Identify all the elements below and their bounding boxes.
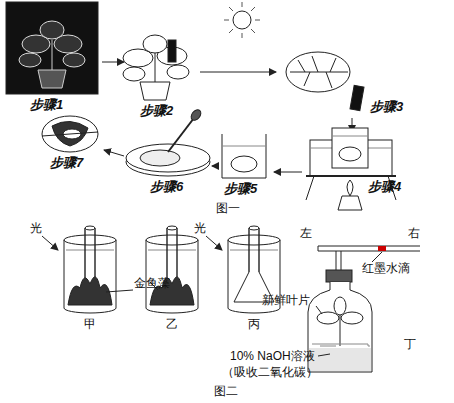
- cylinder-label: 甲: [84, 318, 96, 331]
- part-name: 10% NaOH溶液: [230, 350, 315, 363]
- direction-label: 右: [408, 227, 420, 240]
- cylinder-label: 丙: [248, 318, 260, 331]
- light-label: 光: [194, 222, 206, 235]
- direction-label: 左: [300, 227, 312, 240]
- step-label: 步骤7: [50, 156, 83, 170]
- part-name: 红墨水滴: [362, 262, 410, 275]
- part-name: 金鱼藻: [134, 277, 170, 290]
- step-label: 步骤5: [224, 182, 257, 196]
- step-label: 步骤3: [370, 100, 403, 114]
- part-name: （吸收二氧化碳）: [222, 366, 318, 379]
- step-label: 步骤1: [30, 98, 63, 112]
- light-label: 光: [30, 222, 42, 235]
- figure-title: 图二: [214, 385, 238, 398]
- step-label: 步骤6: [150, 180, 183, 194]
- step-label: 步骤4: [368, 180, 401, 194]
- step-label: 步骤2: [140, 104, 173, 118]
- bottle-label: 丁: [404, 338, 416, 351]
- figure-title: 图一: [216, 202, 240, 215]
- cylinder-label: 乙: [166, 318, 178, 331]
- part-name: 新鲜叶片: [262, 294, 310, 307]
